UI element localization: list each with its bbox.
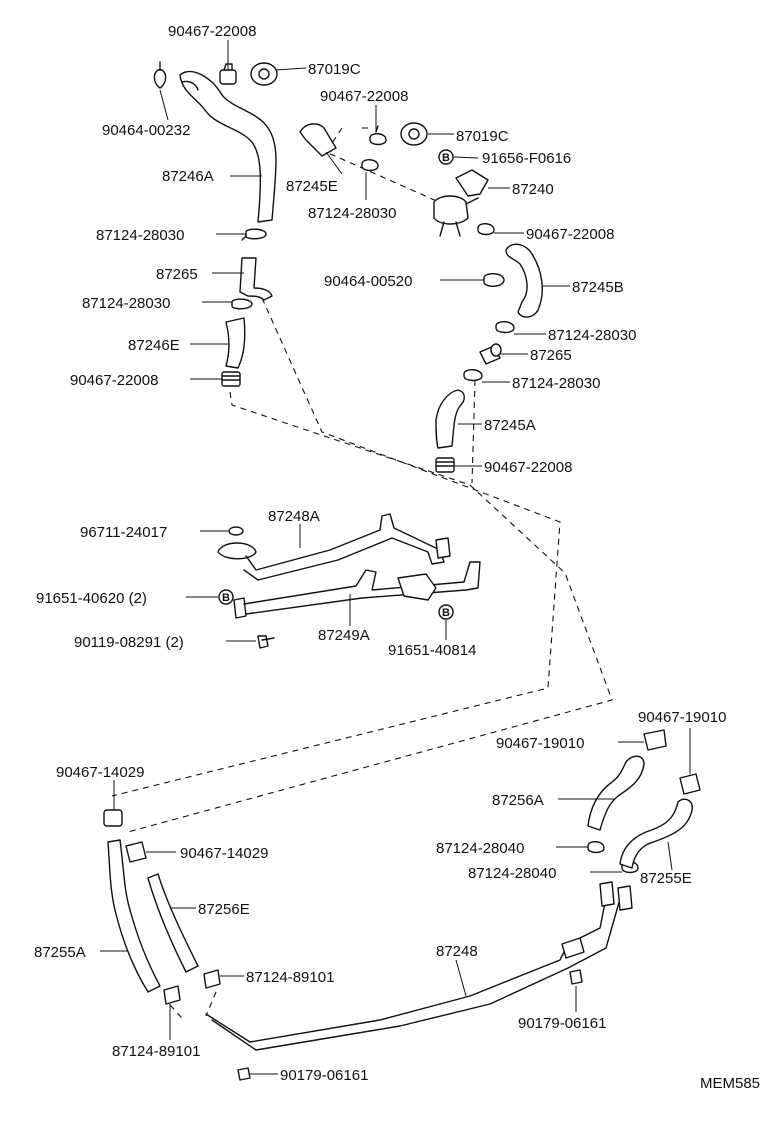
plug-90464-00232	[153, 61, 167, 89]
hose-87256E	[147, 873, 199, 973]
bolt-91656-F0616: B	[438, 149, 454, 165]
clamp-87124-28040-a	[587, 841, 605, 854]
o-ring-96711-24017	[228, 526, 244, 536]
label-90464-00520: 90464-00520	[324, 273, 412, 290]
label-87246A: 87246A	[162, 168, 214, 185]
bolt-91651-40814: B	[438, 604, 454, 620]
hose-87256A	[587, 755, 645, 831]
label-87256A: 87256A	[492, 792, 544, 809]
label-90119-08291: 90119-08291 (2)	[74, 634, 184, 651]
pipe-87249A	[233, 561, 481, 619]
label-87249A: 87249A	[318, 627, 370, 644]
pipe-87248A	[217, 513, 451, 581]
clip-90179-06161-right	[569, 969, 583, 985]
dashed-assembly-lines	[111, 127, 613, 1019]
clamp-90467-19010-left	[643, 729, 667, 751]
label-87256E: 87256E	[198, 901, 250, 918]
label-90467-14029: 90467-14029	[180, 845, 268, 862]
label-91656-F0616: 91656-F0616	[482, 150, 571, 167]
clamp-87124-28030-top-left	[241, 228, 267, 241]
leader-lines	[100, 40, 691, 1075]
hose-87255A	[107, 839, 161, 993]
label-87124-28030: 87124-28030	[548, 327, 636, 344]
hose-87255E	[619, 798, 693, 869]
hose-87246A	[179, 70, 277, 223]
label-90467-14029: 90467-14029	[56, 764, 144, 781]
screw-90119-08291	[257, 635, 275, 649]
pipe-87248	[205, 881, 633, 1051]
clamp-87124-28030-mid-left	[231, 298, 253, 310]
bolt-marker: B	[442, 607, 450, 619]
label-90179-06161: 90179-06161	[280, 1067, 368, 1084]
clamp-90467-22008-right	[477, 223, 495, 236]
label-87255A: 87255A	[34, 944, 86, 961]
clamp-87124-89101-upper	[203, 969, 221, 989]
bolt-marker: B	[442, 152, 450, 164]
hose-87245E	[299, 123, 337, 157]
label-90464-00232: 90464-00232	[102, 122, 190, 139]
hose-87245A	[435, 389, 465, 449]
figure-code: MEM585	[700, 1075, 760, 1092]
label-90467-19010: 90467-19010	[638, 709, 726, 726]
clamp-90467-14029-upper	[103, 809, 123, 827]
label-87248: 87248	[436, 943, 478, 960]
clamp-90467-22008-upper	[369, 125, 387, 146]
clamp-90467-14029-lower	[125, 841, 147, 863]
grommet-87019C-right	[400, 122, 428, 146]
clamp-87124-28030-right-a	[495, 321, 515, 334]
label-90179-06161: 90179-06161	[518, 1015, 606, 1032]
label-91651-40620: 91651-40620 (2)	[36, 590, 147, 607]
label-87019C: 87019C	[456, 128, 509, 145]
clamp-87124-28030-right-b	[463, 369, 483, 382]
label-90467-22008: 90467-22008	[526, 226, 614, 243]
label-90467-22008: 90467-22008	[70, 372, 158, 389]
label-90467-19010: 90467-19010	[496, 735, 584, 752]
label-87246E: 87246E	[128, 337, 180, 354]
label-87245A: 87245A	[484, 417, 536, 434]
clamp-90467-22008-bottom-right	[435, 457, 455, 473]
clamp-87124-28030-upper	[361, 159, 379, 172]
label-87124-28040: 87124-28040	[468, 865, 556, 882]
label-87124-89101: 87124-89101	[112, 1043, 200, 1060]
pipe-87265-right	[479, 343, 502, 365]
label-96711-24017: 96711-24017	[80, 524, 167, 541]
bolt-marker: B	[222, 592, 230, 604]
label-87245E: 87245E	[286, 178, 338, 195]
label-90467-22008: 90467-22008	[484, 459, 572, 476]
label-87245B: 87245B	[572, 279, 624, 296]
clamp-90467-19010-right	[679, 773, 701, 795]
label-87124-28030: 87124-28030	[96, 227, 184, 244]
part-labels: 90467-22008 87019C 90464-00232 90467-220…	[34, 23, 760, 1092]
label-87124-89101: 87124-89101	[246, 969, 334, 986]
hose-87245B	[505, 243, 543, 318]
label-87019C: 87019C	[308, 61, 361, 78]
label-87124-28040: 87124-28040	[436, 840, 524, 857]
label-87124-28030: 87124-28030	[308, 205, 396, 222]
label-90467-22008: 90467-22008	[320, 88, 408, 105]
label-90467-22008: 90467-22008	[168, 23, 256, 40]
label-87240: 87240	[512, 181, 554, 198]
plug-90464-00520	[483, 273, 505, 287]
label-87265: 87265	[156, 266, 198, 283]
label-87248A: 87248A	[268, 508, 320, 525]
label-91651-40814: 91651-40814	[388, 642, 476, 659]
bolt-91651-40620: B	[218, 589, 234, 605]
clamp-90467-22008-left	[221, 371, 241, 387]
pipe-87265-left	[239, 257, 273, 301]
label-87124-28030: 87124-28030	[512, 375, 600, 392]
label-87255E: 87255E	[640, 870, 692, 887]
grommet-87019C-top	[250, 62, 278, 86]
hose-87246E	[225, 317, 246, 369]
clip-90179-06161-left	[237, 1067, 251, 1081]
clamp-87124-89101-lower	[163, 985, 181, 1005]
valve-87240	[433, 169, 489, 237]
label-87124-28030: 87124-28030	[82, 295, 170, 312]
label-87265: 87265	[530, 347, 572, 364]
